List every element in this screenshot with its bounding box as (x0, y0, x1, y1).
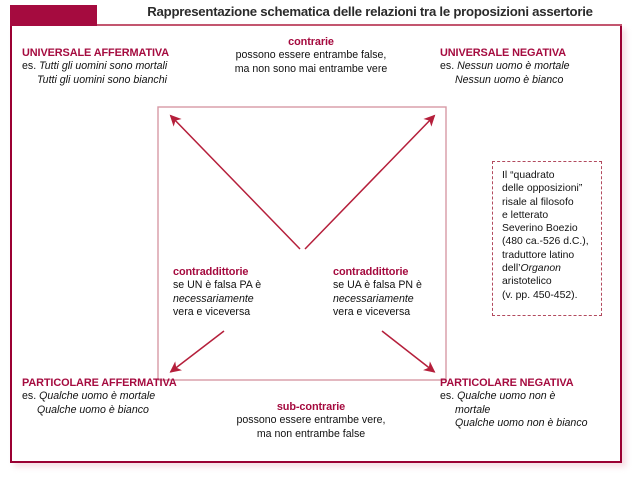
note-organon-title: Organon (520, 263, 561, 275)
note-line-8-prefix: dell’ (502, 263, 521, 275)
boethius-note-box: Il “quadrato delle opposizioni” risale a… (492, 161, 602, 316)
note-line-6: (480 ca.-526 d.C.), (502, 236, 589, 248)
contraddittorie-left-line-3: vera e viceversa (173, 306, 251, 319)
particolare-negativa-title: PARTICOLARE NEGATIVA (440, 377, 574, 389)
particolare-affermativa-example-2: Qualche uomo è bianco (37, 403, 149, 416)
label-particolare-affermativa: PARTICOLARE AFFERMATIVA es. Qualche uomo… (22, 377, 237, 417)
sub-contrarie-title: sub-contrarie (276, 401, 346, 413)
particolare-affermativa-title: PARTICOLARE AFFERMATIVA (22, 377, 177, 389)
label-particolare-negativa: PARTICOLARE NEGATIVA es. Qualche uomo no… (440, 377, 640, 431)
contraddittorie-right-title: contraddittorie (333, 266, 409, 278)
universale-negativa-title: UNIVERSALE NEGATIVA (440, 47, 566, 59)
note-line-4: e letterato (502, 209, 549, 221)
contraddittorie-right-line-2: necessariamente (333, 292, 414, 305)
figure-title: Rappresentazione schematica delle relazi… (147, 4, 593, 19)
contrarie-line-2: ma non sono mai entrambe vere (234, 62, 388, 75)
contrarie-line-1: possono essere entrambe false, (235, 49, 387, 62)
universale-negativa-example-1: es. Nessun uomo è mortale (440, 60, 570, 73)
note-line-10: (v. pp. 450-452). (502, 289, 578, 301)
label-contraddittorie-left: contraddittorie se UN è falsa PA è neces… (173, 266, 303, 320)
sub-contrarie-line-1: possono essere entrambe vere, (236, 414, 386, 427)
label-contrarie: contrarie possono essere entrambe false,… (197, 36, 425, 76)
label-contraddittorie-right: contraddittorie se UA è falsa PN è neces… (333, 266, 463, 320)
universale-negativa-example-2: Nessun uomo è bianco (455, 73, 564, 86)
header-accent-block (10, 5, 97, 26)
contraddittorie-right-line-1: se UA è falsa PN è (333, 279, 422, 292)
figure-header: Rappresentazione schematica delle relazi… (10, 3, 622, 26)
particolare-negativa-example-2: mortale (455, 403, 491, 416)
universale-affermativa-example-1: es. Tutti gli uomini sono mortali (22, 60, 168, 73)
contraddittorie-left-line-1: se UN è falsa PA è (173, 279, 262, 292)
particolare-negativa-example-1: es. Qualche uomo non è (440, 390, 556, 403)
label-universale-negativa: UNIVERSALE NEGATIVA es. Nessun uomo è mo… (440, 47, 640, 87)
note-line-5: Severino Boezio (502, 223, 578, 235)
note-line-2: delle opposizioni” (502, 183, 583, 195)
contrarie-title: contrarie (288, 36, 334, 48)
example-prefix: es. (440, 60, 455, 73)
note-line-3: risale al filosofo (502, 196, 574, 208)
particolare-affermativa-example-1: es. Qualche uomo è mortale (22, 390, 156, 403)
particolare-negativa-example-3: Qualche uomo non è bianco (455, 417, 588, 430)
contraddittorie-left-title: contraddittorie (173, 266, 249, 278)
contraddittorie-right-line-3: vera e viceversa (333, 306, 411, 319)
example-prefix: es. (22, 60, 37, 73)
example-prefix: es. (440, 390, 455, 403)
label-sub-contrarie: sub-contrarie possono essere entrambe ve… (197, 401, 425, 441)
label-universale-affermativa: UNIVERSALE AFFERMATIVA es. Tutti gli uom… (22, 47, 232, 87)
note-line-8: dell’Organon (502, 262, 593, 275)
sub-contrarie-line-2: ma non entrambe false (256, 427, 366, 440)
note-line-1: Il “quadrato (502, 170, 555, 181)
example-prefix: es. (22, 390, 37, 403)
universale-affermativa-example-2: Tutti gli uomini sono bianchi (37, 73, 167, 86)
header-rule (97, 24, 622, 26)
contraddittorie-left-line-2: necessariamente (173, 292, 254, 305)
note-line-7: traduttore latino (502, 249, 575, 261)
universale-affermativa-title: UNIVERSALE AFFERMATIVA (22, 47, 170, 59)
note-line-9: aristotelico (502, 276, 552, 288)
